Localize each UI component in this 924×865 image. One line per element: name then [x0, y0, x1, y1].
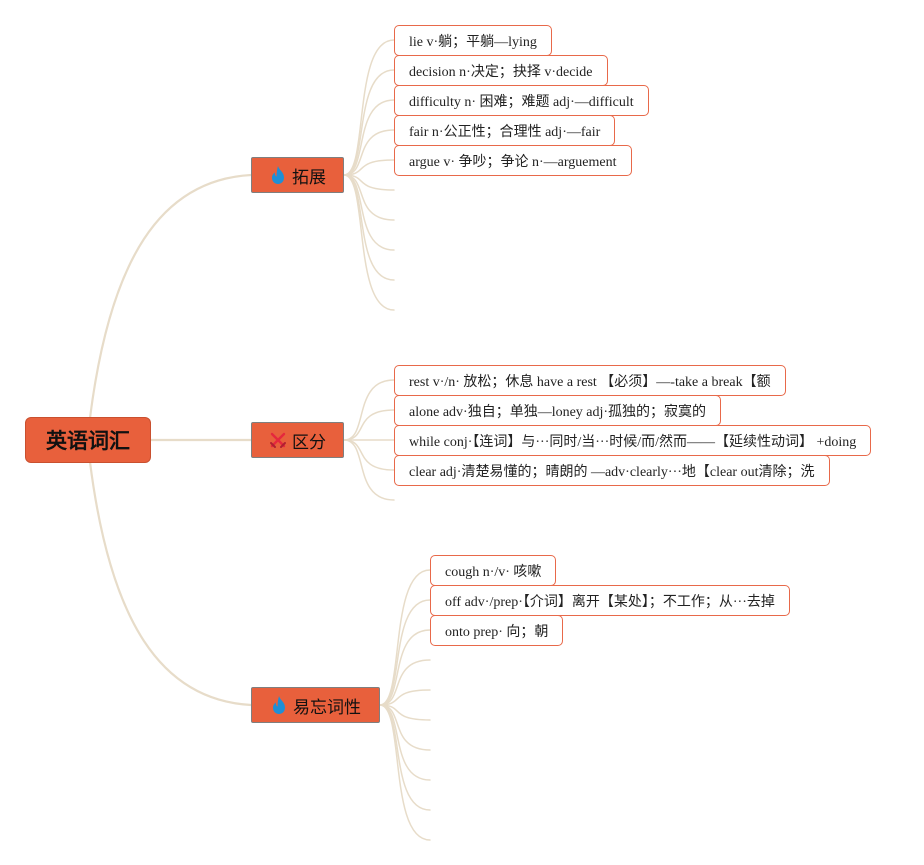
leaf-topic[interactable]: clear adj·清楚易懂的；晴朗的 —adv·clearly···地【cle… — [394, 455, 830, 486]
child-connector — [379, 704, 431, 841]
child-connector — [379, 659, 431, 706]
root-topic[interactable]: 英语词汇 — [26, 418, 150, 462]
root-connector — [88, 460, 253, 707]
child-connector — [379, 689, 431, 706]
branch-label: 拓展 — [292, 167, 326, 188]
child-connector — [379, 599, 431, 706]
child-connector — [343, 409, 395, 441]
child-connector — [343, 159, 395, 176]
leaf-topic[interactable]: off adv·/prep·【介词】离开【某处】；不工作；从···去掉 — [430, 585, 790, 616]
leaf-topic[interactable]: onto prep· 向；朝 — [430, 615, 564, 646]
flame-icon — [270, 695, 288, 715]
leaf-topic[interactable]: difficulty n· 困难；难题 adj·—difficult — [394, 85, 649, 116]
leaf-topic[interactable]: while conj·【连词】与···同时/当···时候/而/然而——【延续性动… — [394, 425, 872, 456]
child-connector — [343, 379, 395, 441]
child-connector — [379, 569, 431, 706]
branch-label: 易忘词性 — [293, 697, 361, 718]
branch-label: 区分 — [292, 432, 326, 453]
root-connector — [88, 173, 253, 420]
child-connector — [343, 174, 395, 191]
leaf-topic[interactable]: lie v·躺；平躺—lying — [394, 25, 552, 56]
leaf-topic[interactable]: rest v·/n· 放松；休息 have a rest 【必须】—-take … — [394, 365, 786, 396]
child-connector — [343, 99, 395, 176]
leaf-topic[interactable]: argue v· 争吵；争论 n·—arguement — [394, 145, 632, 176]
flame-icon — [269, 165, 287, 185]
branch-topic-distinguish[interactable]: 区分 — [251, 422, 344, 458]
child-connector — [379, 704, 431, 721]
branch-topic-easily-forgotten[interactable]: 易忘词性 — [251, 687, 380, 723]
child-connector — [343, 174, 395, 311]
child-connector — [343, 69, 395, 176]
child-connector — [343, 439, 395, 471]
child-connector — [343, 439, 395, 501]
child-connector — [343, 174, 395, 281]
child-connector — [379, 629, 431, 706]
child-connector — [343, 129, 395, 176]
child-connector — [343, 39, 395, 176]
leaf-topic[interactable]: alone adv·独自；单独—loney adj·孤独的；寂寞的 — [394, 395, 722, 426]
leaf-topic[interactable]: fair n·公正性；合理性 adj·—fair — [394, 115, 616, 146]
leaf-topic[interactable]: decision n·决定；抉择 v·decide — [394, 55, 608, 86]
crossed-swords-icon — [269, 431, 287, 449]
branch-topic-extension[interactable]: 拓展 — [251, 157, 344, 193]
leaf-topic[interactable]: cough n·/v· 咳嗽 — [430, 555, 557, 586]
child-connector — [379, 704, 431, 811]
